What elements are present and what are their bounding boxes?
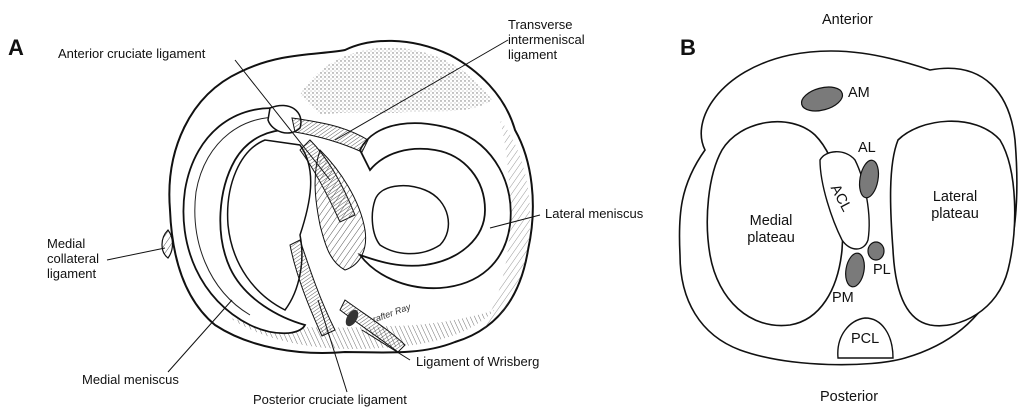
label-transverse-intermeniscal-ligament: Transverse intermeniscal ligament: [508, 17, 585, 62]
label-anterior: Anterior: [822, 12, 873, 29]
label-lateral-plateau: Lateral plateau: [917, 189, 993, 223]
label-pl: PL: [873, 262, 891, 279]
pl-footprint: [868, 242, 884, 260]
label-ligament-of-wrisberg: Ligament of Wrisberg: [416, 354, 539, 369]
mcl-shape: [162, 230, 173, 258]
label-medial-meniscus: Medial meniscus: [82, 372, 179, 387]
label-pcl: PCL: [851, 331, 879, 348]
label-medial-plateau: Medial plateau: [736, 213, 806, 247]
lateral-plateau-outline: [891, 121, 1015, 326]
label-medial-collateral-ligament: Medial collateral ligament: [47, 236, 99, 281]
label-al: AL: [858, 140, 876, 157]
label-posterior: Posterior: [820, 389, 878, 406]
label-am: AM: [848, 85, 870, 102]
panel-b-letter: B: [680, 36, 696, 60]
panel-a-letter: A: [8, 36, 24, 60]
label-posterior-cruciate-ligament: Posterior cruciate ligament: [253, 392, 407, 407]
label-anterior-cruciate-ligament: Anterior cruciate ligament: [58, 46, 205, 61]
label-pm: PM: [832, 290, 854, 307]
label-lateral-meniscus: Lateral meniscus: [545, 206, 643, 221]
